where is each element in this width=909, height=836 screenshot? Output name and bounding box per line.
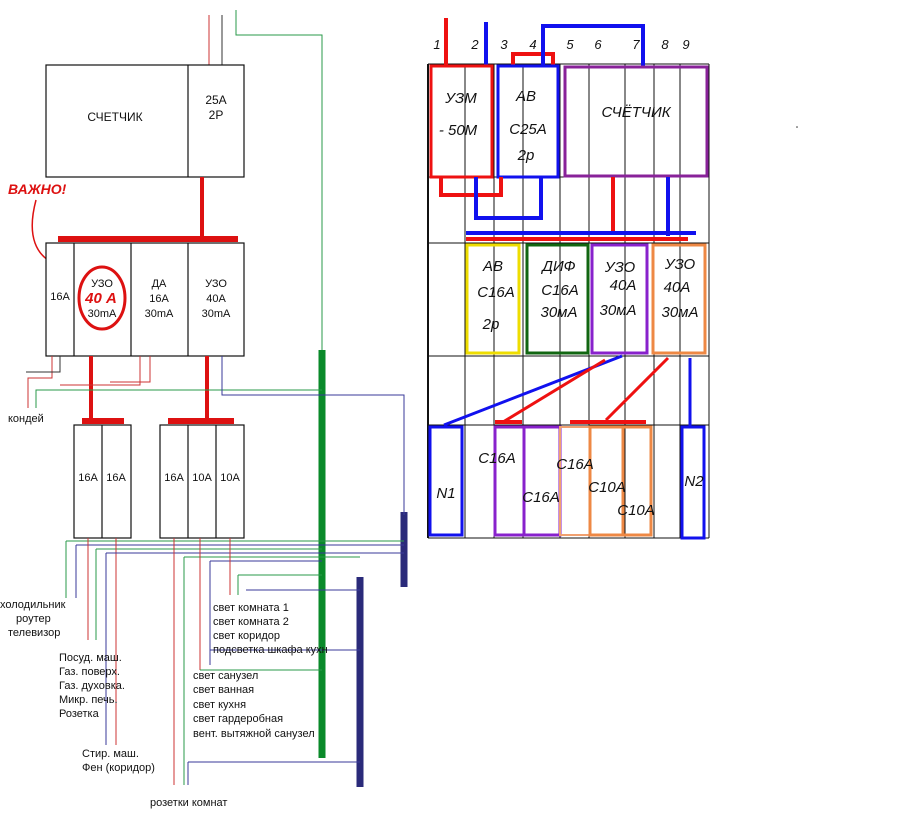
device-4-line1: УЗО bbox=[205, 278, 227, 290]
uzo2-label: УЗО bbox=[664, 256, 696, 273]
main-breaker-rating: С25А bbox=[509, 121, 547, 138]
label-lights2-2: свет ванная bbox=[193, 684, 254, 696]
label-kitchen-2: Газ. поверх. bbox=[59, 666, 120, 678]
ab16-label: АВ bbox=[482, 258, 503, 275]
device-4-line3: 30mA bbox=[202, 308, 231, 320]
right-panel: 1 2 3 4 5 6 7 8 9 bbox=[427, 18, 798, 540]
breaker-b2-label: 10А bbox=[192, 472, 212, 484]
left-panel: СЧЕТЧИК 25А 2Р ВАЖНО! 16А УЗО 30mA 40 А … bbox=[0, 10, 408, 809]
main-breaker-label: АВ bbox=[515, 88, 536, 105]
main-breaker-device bbox=[496, 64, 560, 179]
label-wash-1: Стир. маш. bbox=[82, 748, 139, 760]
breaker-group-b bbox=[159, 424, 245, 539]
uzm-label: УЗМ bbox=[444, 90, 477, 107]
label-fridge: холодильник bbox=[0, 599, 66, 611]
uzo2-device bbox=[651, 243, 707, 355]
label-sockets: розетки комнат bbox=[150, 797, 227, 809]
col-number-7: 7 bbox=[632, 37, 640, 52]
label-cond: кондей bbox=[8, 413, 44, 425]
breaker-a1-label: 16А bbox=[78, 472, 98, 484]
device-3-line1: ДА bbox=[152, 278, 167, 290]
n2-bus bbox=[680, 425, 706, 540]
uzo1-rating: 40А bbox=[610, 277, 637, 294]
breaker-c10-2: С10А bbox=[617, 502, 655, 519]
uzo1-current: 30мА bbox=[600, 302, 637, 319]
label-tv: телевизор bbox=[8, 627, 60, 639]
breaker-c10-1: С10А bbox=[588, 479, 626, 496]
breaker-b3-label: 10А bbox=[220, 472, 240, 484]
label-kitchen-1: Посуд. маш. bbox=[59, 652, 122, 664]
dif-current: 30мА bbox=[541, 304, 578, 321]
n1-bus bbox=[428, 425, 464, 537]
ab16-poles: 2р bbox=[482, 316, 500, 333]
device-1-label: 16А bbox=[50, 291, 70, 303]
ab16-rating: С16А bbox=[477, 284, 515, 301]
label-lights2-5: вент. вытяжной санузел bbox=[193, 728, 315, 740]
uzo1-label: УЗО bbox=[604, 259, 636, 276]
uzm-rating: - 50М bbox=[439, 122, 478, 139]
col-number-2: 2 bbox=[470, 37, 479, 52]
breaker-c16-3: С16А bbox=[556, 456, 594, 473]
label-lights1-3: свет коридор bbox=[213, 630, 280, 642]
label-lights1-1: свет комната 1 bbox=[213, 602, 289, 614]
col-number-5: 5 bbox=[566, 37, 574, 52]
meter-device-label: СЧЁТЧИК bbox=[601, 104, 671, 121]
main-breaker-rating: 25А bbox=[205, 93, 226, 107]
n1-label: N1 bbox=[436, 485, 455, 502]
label-router: роутер bbox=[16, 613, 51, 625]
main-breaker-poles: 2р bbox=[517, 147, 535, 164]
device-2-line1: УЗО bbox=[91, 278, 113, 290]
col-number-8: 8 bbox=[661, 37, 669, 52]
ab16-device bbox=[465, 243, 521, 355]
breaker-b1-label: 16А bbox=[164, 472, 184, 484]
important-note: ВАЖНО! bbox=[8, 181, 67, 197]
circled-value: 40 А bbox=[84, 290, 117, 307]
label-lights2-3: свет кухня bbox=[193, 699, 246, 711]
uzo2-rating: 40А bbox=[664, 279, 691, 296]
n2-label: N2 bbox=[684, 473, 704, 490]
device-3-line2: 16А bbox=[149, 293, 169, 305]
breaker-a2-label: 16А bbox=[106, 472, 126, 484]
label-kitchen-5: Розетка bbox=[59, 708, 100, 720]
meter-device bbox=[563, 65, 709, 178]
uzo2-current: 30мА bbox=[662, 304, 699, 321]
dif-label: ДИФ bbox=[540, 258, 575, 275]
label-kitchen-4: Микр. печь. bbox=[59, 694, 118, 706]
uzm-device bbox=[429, 64, 494, 179]
col-number-6: 6 bbox=[594, 37, 602, 52]
label-lights2-4: свет гардеробная bbox=[193, 713, 283, 725]
meter-box bbox=[45, 64, 245, 178]
label-kitchen-3: Газ. духовка. bbox=[59, 680, 125, 692]
label-lights2-1: свет санузел bbox=[193, 670, 258, 682]
breaker-c16-1: С16А bbox=[478, 450, 516, 467]
dif-rating: С16А bbox=[541, 282, 579, 299]
device-3-line3: 30mA bbox=[145, 308, 174, 320]
breakers-uzo1-group bbox=[522, 425, 562, 537]
col-number-3: 3 bbox=[500, 37, 508, 52]
col-number-9: 9 bbox=[682, 37, 689, 52]
col-number-1: 1 bbox=[433, 37, 440, 52]
uzo1-device bbox=[590, 243, 649, 355]
dif-device bbox=[525, 243, 590, 355]
meter-label: СЧЕТЧИК bbox=[87, 110, 142, 124]
breaker-c16-2: С16А bbox=[522, 489, 560, 506]
label-lights1-2: свет комната 2 bbox=[213, 616, 289, 628]
label-wash-2: Фен (коридор) bbox=[82, 762, 155, 774]
device-4-line2: 40А bbox=[206, 293, 226, 305]
circled-rcd bbox=[77, 265, 127, 331]
col-number-4: 4 bbox=[529, 37, 536, 52]
main-breaker-poles: 2Р bbox=[209, 108, 224, 122]
device-2-line3: 30mA bbox=[88, 308, 117, 320]
label-lights1-4: подсветка шкафа кухн bbox=[213, 644, 328, 656]
